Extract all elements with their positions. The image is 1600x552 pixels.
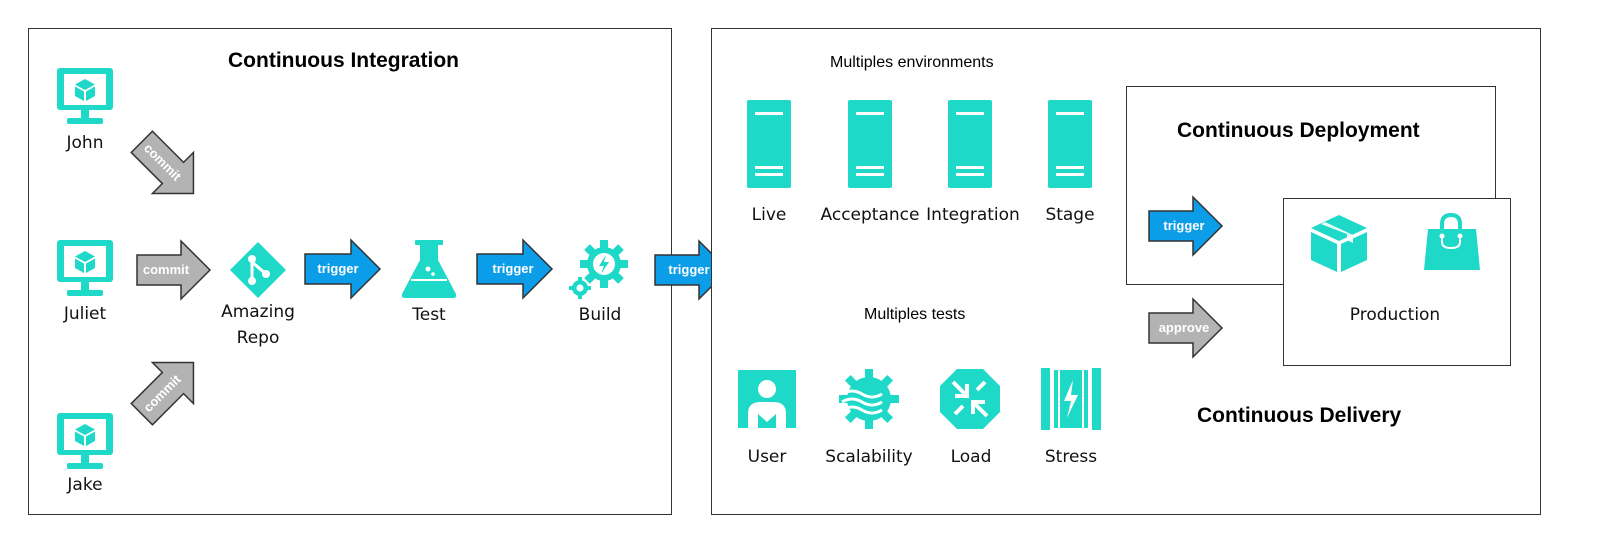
server-icon	[1048, 100, 1092, 192]
server-icon	[848, 100, 892, 192]
developer-label: Jake	[67, 475, 103, 495]
approve-label: approve	[1159, 320, 1210, 335]
commit-arrow: commit	[130, 130, 206, 206]
scalability-icon	[838, 368, 900, 434]
trigger-arrow: trigger	[654, 239, 730, 301]
server-icon	[948, 100, 992, 192]
trigger-label: trigger	[317, 261, 358, 276]
server-icon	[747, 100, 791, 192]
repo-label-line2: Repo	[236, 328, 280, 348]
stress-icon	[1041, 368, 1101, 434]
approve-arrow: approve	[1148, 297, 1224, 359]
environment-label: Stage	[1045, 205, 1095, 225]
environment-label: Live	[751, 205, 787, 225]
developer-label: John	[66, 133, 104, 153]
monitor-icon	[55, 238, 115, 302]
ci-title: Continuous Integration	[228, 49, 459, 72]
trigger-arrow: trigger	[304, 238, 382, 300]
repo-label: Amazing Repo	[208, 299, 308, 351]
trigger-label: trigger	[1163, 218, 1204, 233]
test-type-label: User	[747, 447, 787, 467]
delivery-title: Continuous Delivery	[1197, 404, 1402, 427]
commit-label: commit	[143, 262, 190, 277]
trigger-label: trigger	[492, 261, 533, 276]
repo-label-line1: Amazing	[221, 302, 295, 322]
package-icon	[1309, 213, 1369, 277]
git-repo-icon	[228, 240, 288, 304]
deployment-title: Continuous Deployment	[1177, 119, 1420, 142]
load-icon	[939, 368, 1001, 434]
test-type-label: Load	[950, 447, 992, 467]
test-label: Test	[412, 305, 446, 325]
tests-caption: Multiples tests	[864, 306, 966, 323]
commit-arrow: commit	[130, 350, 206, 426]
monitor-icon	[55, 66, 115, 130]
test-type-label: Scalability	[825, 447, 913, 467]
trigger-arrow: trigger	[476, 238, 554, 300]
commit-arrow: commit	[136, 239, 212, 301]
flask-icon	[398, 238, 460, 304]
trigger-label: trigger	[668, 262, 709, 277]
production-label: Production	[1349, 305, 1441, 325]
shopping-bag-icon	[1422, 212, 1482, 276]
environments-caption: Multiples environments	[830, 54, 994, 71]
build-label: Build	[578, 305, 622, 325]
environment-label: Integration	[926, 205, 1020, 225]
user-test-icon	[738, 370, 796, 432]
trigger-arrow: trigger	[1148, 195, 1224, 257]
test-type-label: Stress	[1044, 447, 1098, 467]
monitor-icon	[55, 411, 115, 475]
build-gear-icon	[568, 238, 630, 304]
environment-label: Acceptance	[820, 205, 920, 225]
developer-label: Juliet	[63, 304, 107, 324]
